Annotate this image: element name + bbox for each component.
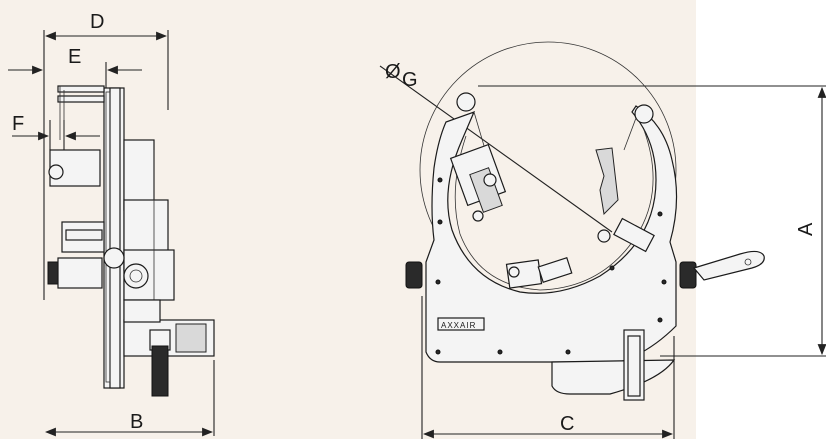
front-view: Ø G <box>379 41 826 439</box>
dimension-d: D <box>43 11 169 300</box>
dimension-a-label: A <box>795 222 817 236</box>
motor-housing <box>551 359 676 395</box>
crank-handle <box>692 250 765 281</box>
nameplate-text: AXXAIR <box>441 321 476 330</box>
dimension-b-label: B <box>130 411 143 433</box>
dimension-e-label: E <box>68 46 81 68</box>
dimension-g-label: G <box>402 69 418 91</box>
dimension-d-label: D <box>90 11 104 33</box>
diameter-symbol: Ø <box>385 61 401 83</box>
dimension-e: E <box>8 46 142 110</box>
frame-rivets <box>435 177 667 355</box>
side-machine-body <box>47 85 215 397</box>
side-view: D E F <box>8 11 215 437</box>
right-knob <box>679 261 697 289</box>
dimension-f-label: F <box>12 113 24 135</box>
dimension-c-label: C <box>560 413 574 435</box>
nameplate <box>437 317 485 331</box>
dimension-f: F <box>12 113 100 150</box>
dimension-c: C <box>421 296 675 439</box>
dimension-b: B <box>44 360 215 437</box>
dimension-a: A <box>478 85 826 357</box>
dimension-g: Ø G <box>379 61 613 233</box>
left-knob <box>405 261 423 289</box>
